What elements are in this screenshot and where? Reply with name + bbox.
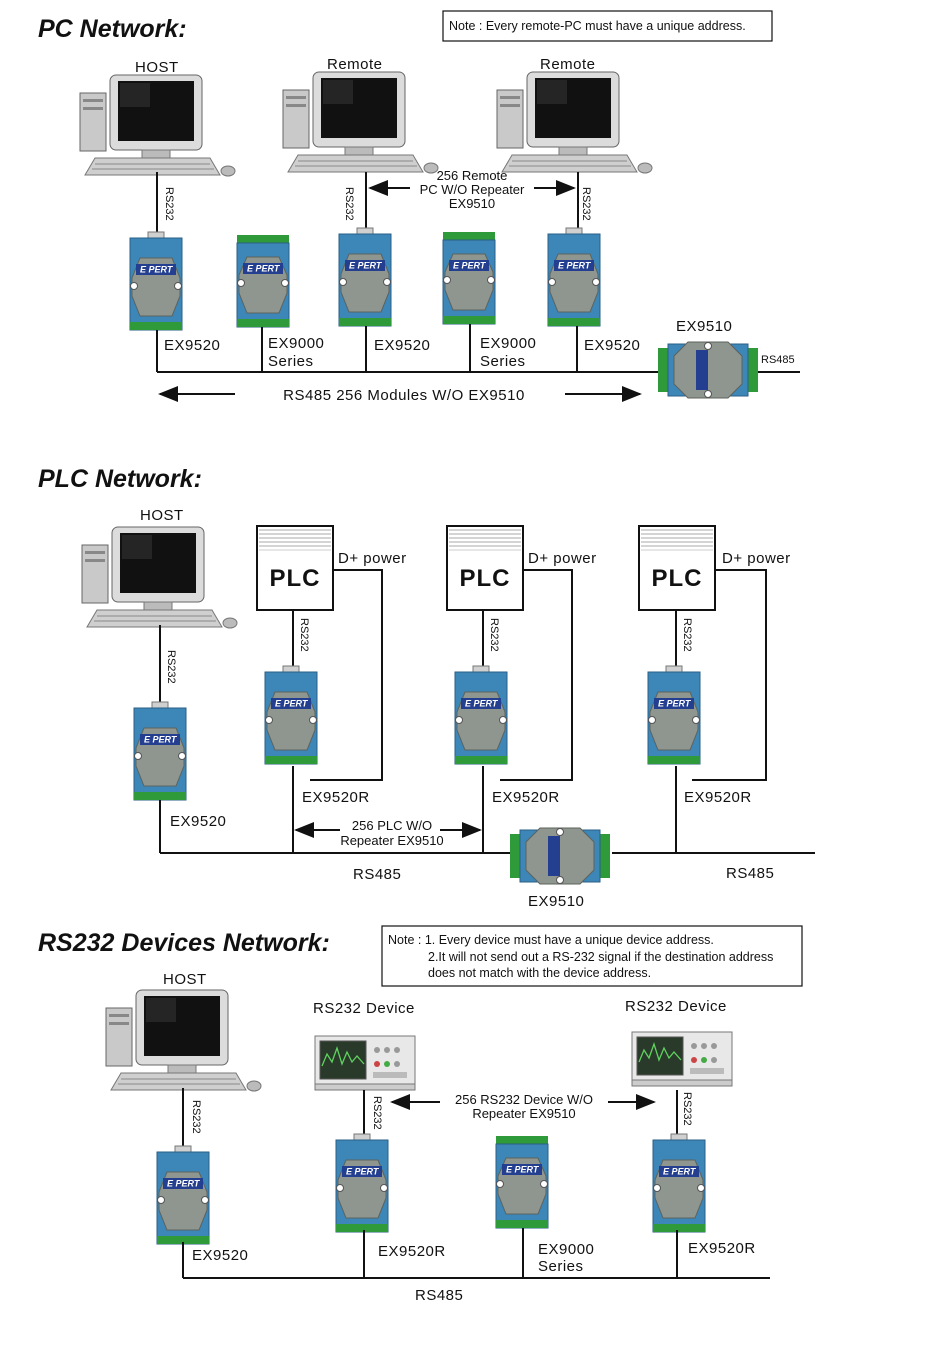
pc-host-label: HOST bbox=[135, 59, 179, 76]
plc-module-label-2: EX9520R bbox=[492, 789, 560, 806]
pc-module-label-4a: EX9000 bbox=[480, 335, 536, 352]
plc-power-label: D+ power bbox=[338, 550, 407, 567]
pc-module-label-4b: Series bbox=[480, 353, 526, 370]
ex9520r-module bbox=[264, 665, 318, 765]
rs232-rs232-label: RS232 bbox=[190, 1100, 202, 1134]
plc-network-section: PLC Network: HOST RS232 EX9520 PLC D+ po… bbox=[38, 465, 815, 910]
rs232-module-label-2: EX9520R bbox=[378, 1243, 446, 1260]
plc-power-label: D+ power bbox=[528, 550, 597, 567]
rs232-network-section: RS232 Devices Network: Note : 1. Every d… bbox=[38, 925, 803, 1304]
rs232-note-line1: Note : 1. Every device must have a uniqu… bbox=[388, 933, 714, 947]
plc-rs485-left: RS485 bbox=[353, 866, 401, 883]
pc-repeater-note-line2: PC W/O Repeater bbox=[420, 182, 525, 197]
ex9520r-module bbox=[647, 665, 701, 765]
pc-rs232-label: RS232 bbox=[580, 187, 592, 221]
plc-host-label: HOST bbox=[140, 507, 184, 524]
pc-module-label-5: EX9520 bbox=[584, 337, 640, 354]
rs232-network-title: RS232 Devices Network: bbox=[38, 929, 330, 957]
rs232-rs232-label: RS232 bbox=[371, 1096, 383, 1130]
plc-text: PLC bbox=[652, 565, 703, 592]
rs232-repeater-note-line2: Repeater EX9510 bbox=[472, 1106, 575, 1121]
plc-power-label: D+ power bbox=[722, 550, 791, 567]
remote-computer-icon bbox=[282, 71, 439, 174]
pc-network-section: PC Network: Note : Every remote-PC must … bbox=[38, 10, 800, 404]
pc-repeater-label: EX9510 bbox=[676, 318, 732, 335]
pc-repeater-note-line1: 256 Remote bbox=[437, 168, 508, 183]
pc-rs232-label: RS232 bbox=[343, 187, 355, 221]
pc-remote-label-2: Remote bbox=[540, 56, 596, 73]
rs232-repeater-note-line1: 256 RS232 Device W/O bbox=[455, 1092, 593, 1107]
plc-network-title: PLC Network: bbox=[38, 465, 202, 493]
host-computer-icon bbox=[81, 526, 238, 629]
plc-rs232-label: RS232 bbox=[681, 618, 693, 652]
pc-repeater-note-line3: EX9510 bbox=[449, 196, 495, 211]
plc-rs232-label: RS232 bbox=[298, 618, 310, 652]
pc-module-label-2b: Series bbox=[268, 353, 314, 370]
plc-module-label-3: EX9520R bbox=[684, 789, 752, 806]
remote-computer-icon bbox=[496, 71, 653, 174]
rs232-host-label: HOST bbox=[163, 971, 207, 988]
rs232-module-label-1: EX9520 bbox=[192, 1247, 248, 1264]
pc-note-box bbox=[442, 10, 773, 42]
rs232-device-icon bbox=[631, 1031, 733, 1087]
pc-network-title: PC Network: bbox=[38, 15, 187, 43]
pc-remote-label-1: Remote bbox=[327, 56, 383, 73]
ex9510-repeater bbox=[657, 341, 759, 399]
rs232-module-label-3b: Series bbox=[538, 1258, 584, 1275]
rs232-note-box bbox=[381, 925, 803, 987]
rs232-note-line2: 2.It will not send out a RS-232 signal i… bbox=[428, 950, 773, 964]
rs232-note-line3: does not match with the device address. bbox=[428, 966, 651, 980]
rs232-module-label-4: EX9520R bbox=[688, 1240, 756, 1257]
ex9520-module bbox=[547, 227, 601, 327]
ex9520r-module bbox=[454, 665, 508, 765]
ex9520r-module bbox=[652, 1133, 706, 1233]
pc-module-label-2a: EX9000 bbox=[268, 335, 324, 352]
rs232-device-label-2: RS232 Device bbox=[625, 998, 727, 1015]
ex9520-module bbox=[133, 701, 187, 801]
plc-rs232-label: RS232 bbox=[488, 618, 500, 652]
pc-module-label-1: EX9520 bbox=[164, 337, 220, 354]
plc-rs485-right: RS485 bbox=[726, 865, 774, 882]
pc-note: Note : Every remote-PC must have a uniqu… bbox=[449, 19, 746, 33]
rs232-rs232-label: RS232 bbox=[681, 1092, 693, 1126]
host-computer-icon bbox=[105, 989, 262, 1092]
rs232-device-icon bbox=[314, 1035, 416, 1091]
pc-module-label-3: EX9520 bbox=[374, 337, 430, 354]
ex9000-module bbox=[236, 234, 290, 328]
ex9520r-module bbox=[335, 1133, 389, 1233]
plc-host-module-label: EX9520 bbox=[170, 813, 226, 830]
ex9520-module bbox=[129, 231, 183, 331]
plc-repeater-note-line2: Repeater EX9510 bbox=[340, 833, 443, 848]
rs232-rs485-label: RS485 bbox=[415, 1287, 463, 1304]
plc-rs232-label: RS232 bbox=[165, 650, 177, 684]
ex9520-module bbox=[156, 1145, 210, 1245]
pc-rs232-label: RS232 bbox=[163, 187, 175, 221]
plc-text: PLC bbox=[270, 565, 321, 592]
plc-text: PLC bbox=[460, 565, 511, 592]
ex9520-module bbox=[338, 227, 392, 327]
ex9000-module bbox=[495, 1135, 549, 1229]
plc-repeater-note-line1: 256 PLC W/O bbox=[352, 818, 432, 833]
rs232-module-label-3a: EX9000 bbox=[538, 1241, 594, 1258]
ex9000-module bbox=[442, 231, 496, 325]
plc-repeater-label: EX9510 bbox=[528, 893, 584, 910]
host-computer-icon bbox=[79, 74, 236, 177]
ex9510-repeater bbox=[509, 827, 611, 885]
pc-rs485-label: RS485 bbox=[761, 354, 795, 366]
plc-module-label-1: EX9520R bbox=[302, 789, 370, 806]
pc-bus-label: RS485 256 Modules W/O EX9510 bbox=[283, 387, 525, 404]
rs232-device-label-1: RS232 Device bbox=[313, 1000, 415, 1017]
